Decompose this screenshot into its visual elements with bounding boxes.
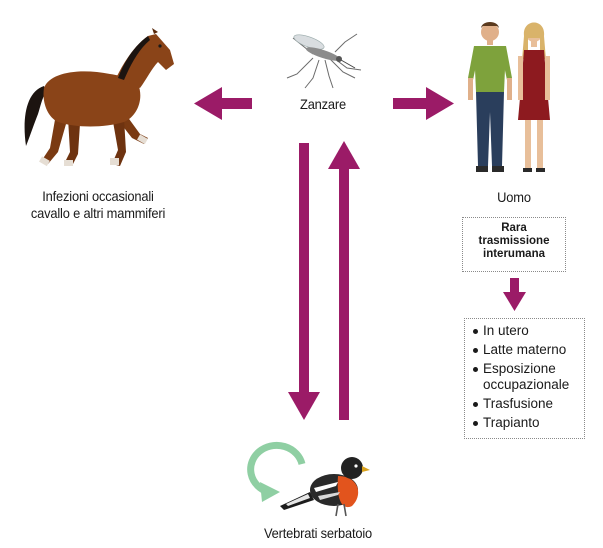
list-item: In utero bbox=[473, 323, 578, 339]
arrow-down-to-list bbox=[503, 278, 526, 311]
arrow-down-to-birds bbox=[288, 143, 320, 420]
label-infezioni-occasionali: Infezioni occasionali cavallo e altri ma… bbox=[8, 188, 188, 222]
label-infezioni-line2: cavallo e altri mammiferi bbox=[30, 205, 166, 221]
list-item: Esposizione occupazionale bbox=[473, 361, 578, 393]
label-vertebrati-serbatoio: Vertebrati serbatoio bbox=[263, 525, 373, 541]
rara-line: trasmissione bbox=[478, 235, 550, 247]
bird-icon bbox=[280, 457, 370, 517]
rara-trasmissione-box: Rara trasmissione interumana bbox=[462, 217, 566, 272]
rara-line: Rara bbox=[501, 222, 527, 234]
mosquito-icon bbox=[286, 33, 362, 89]
list-item: Trasfusione bbox=[473, 396, 578, 412]
list-item: Trapianto bbox=[473, 415, 578, 431]
arrow-up-to-mosquitoes bbox=[328, 141, 360, 420]
human-couple-icon bbox=[468, 22, 550, 172]
rara-line: interumana bbox=[483, 248, 545, 260]
woman-figure bbox=[518, 22, 550, 172]
list-item: Latte materno bbox=[473, 342, 578, 358]
man-figure bbox=[468, 22, 512, 172]
arrow-to-humans bbox=[393, 87, 454, 120]
horse-icon bbox=[24, 28, 174, 167]
label-infezioni-line1: Infezioni occasionali bbox=[42, 188, 154, 204]
label-uomo: Uomo bbox=[497, 189, 531, 205]
label-zanzare: Zanzare bbox=[300, 96, 346, 112]
cycle-arrow-icon bbox=[247, 441, 306, 502]
arrow-to-horse bbox=[194, 87, 252, 120]
trasmissione-list-box: In utero Latte materno Esposizione occup… bbox=[464, 318, 585, 439]
